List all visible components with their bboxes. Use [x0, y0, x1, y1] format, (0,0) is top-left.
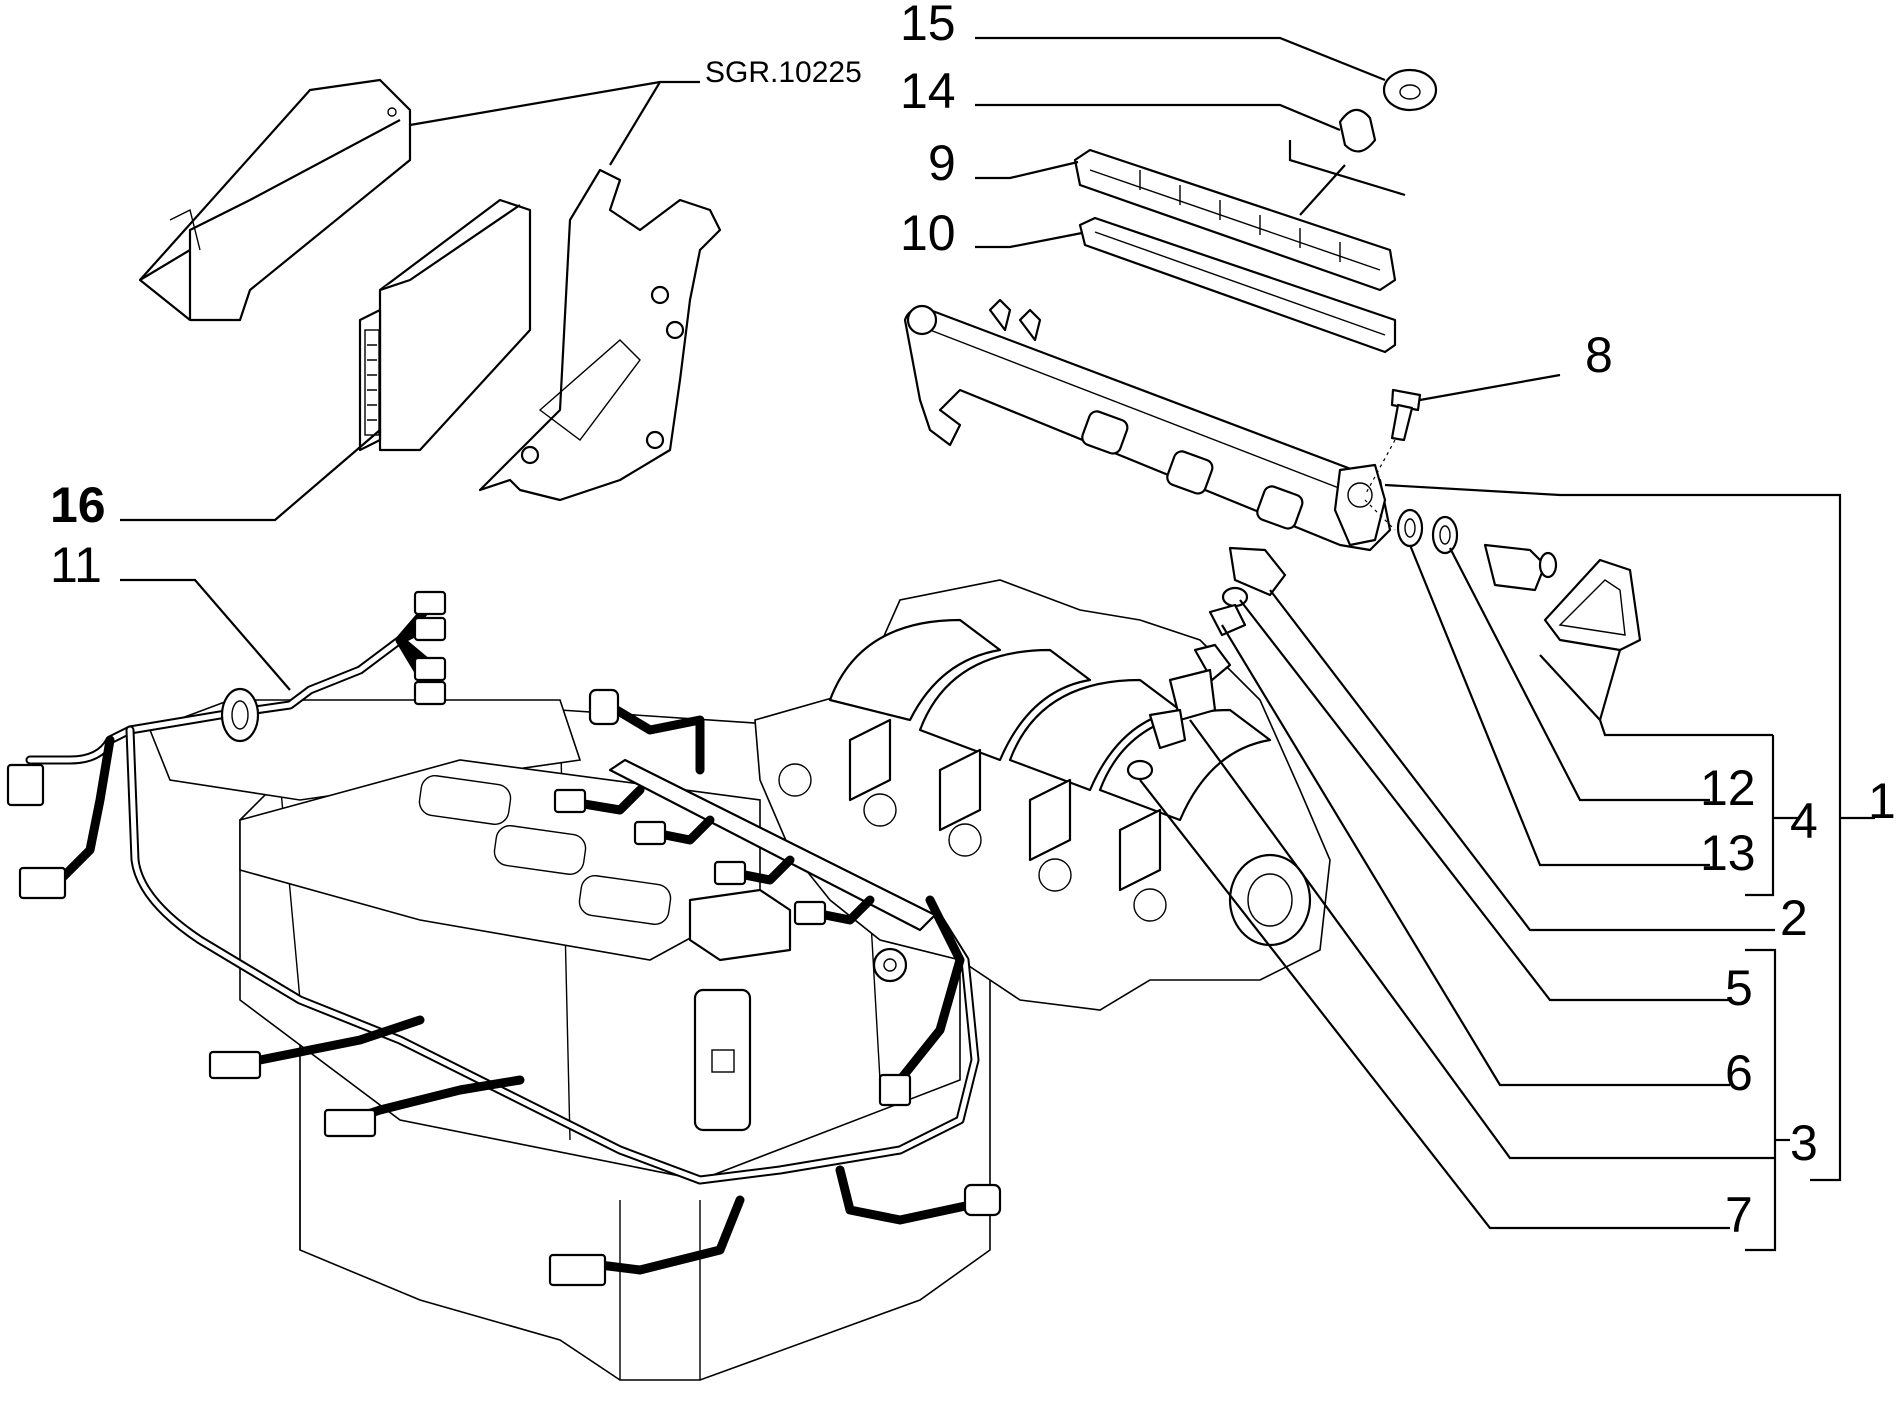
- drawing-reference: SGR.10225: [705, 56, 862, 89]
- engine-block: [148, 699, 991, 1381]
- fuel-rail: [903, 298, 1392, 552]
- callout-9: 9: [928, 135, 956, 191]
- callout-3: 3: [1790, 1115, 1818, 1171]
- rail-cover-upper: [1073, 148, 1397, 292]
- ecu-unit: [358, 198, 532, 452]
- callout-16: 16: [50, 477, 106, 533]
- callout-8: 8: [1585, 327, 1613, 383]
- callout-6: 6: [1725, 1045, 1753, 1101]
- leader-lines: [120, 36, 1875, 1252]
- callout-5: 5: [1725, 960, 1753, 1016]
- callout-2: 2: [1780, 890, 1808, 946]
- callout-12: 12: [1700, 760, 1756, 816]
- callout-11: 11: [50, 537, 102, 593]
- callout-15: 15: [900, 0, 956, 51]
- callout-13: 13: [1700, 825, 1756, 881]
- callout-7: 7: [1725, 1187, 1753, 1243]
- callout-1: 1: [1868, 773, 1896, 829]
- callout-10: 10: [900, 205, 956, 261]
- ecu-cover: [138, 78, 412, 322]
- ecu-mounting-bracket: [478, 168, 722, 502]
- callout-14: 14: [900, 63, 956, 119]
- callout-4: 4: [1790, 793, 1818, 849]
- rail-cover-lower: [1078, 216, 1397, 354]
- fuel-rail-small-parts: [1126, 68, 1642, 781]
- callout-labels: SGR.10225 15 14 9 10 8 16 11 12 13 4 1 2…: [50, 0, 1896, 1243]
- wiring-harness: [6, 590, 1002, 1287]
